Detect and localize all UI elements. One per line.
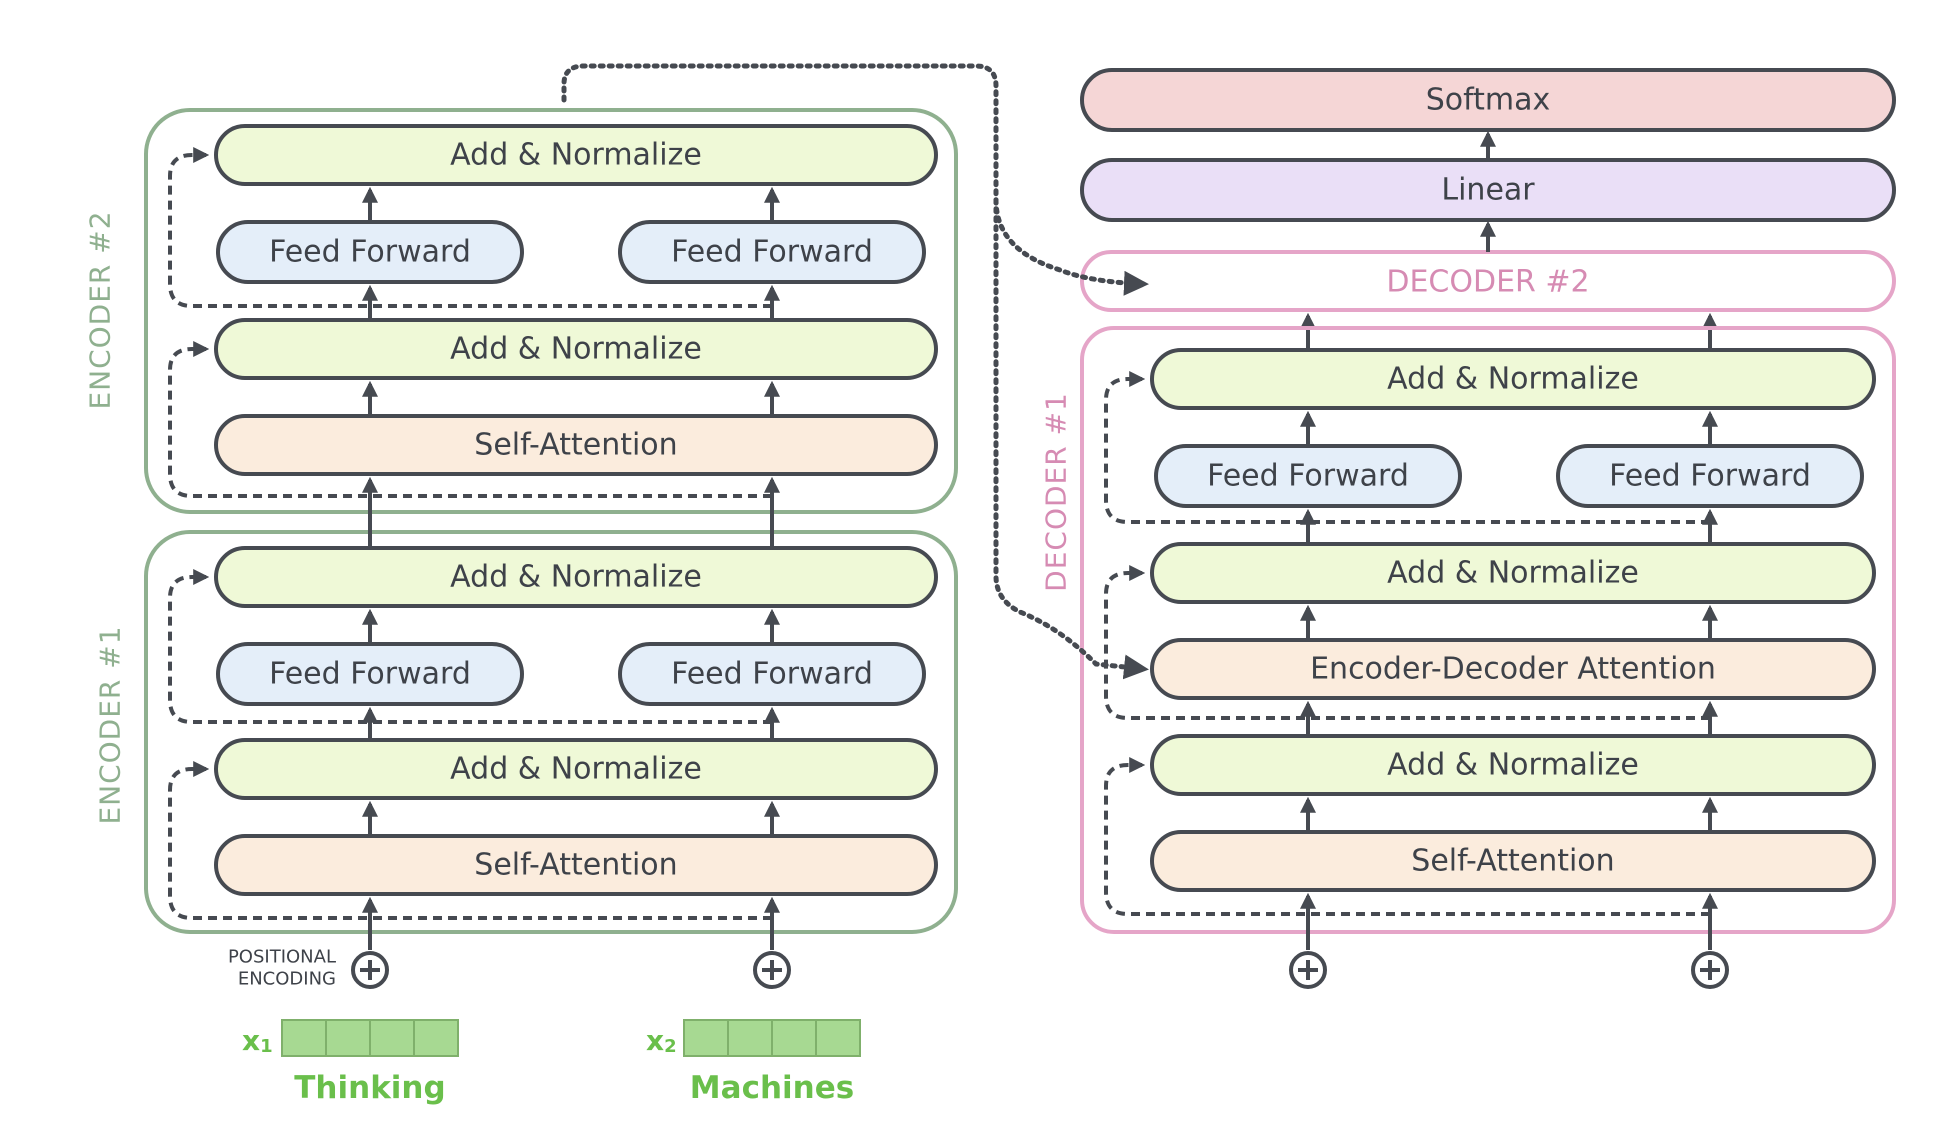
- enc2-add-norm-bottom-box: [214, 318, 938, 380]
- dec1-self-attention-box: [1150, 830, 1876, 892]
- input-x1-symbol: x1: [242, 1024, 273, 1057]
- dec1-enc-dec-attention-box: [1150, 638, 1876, 700]
- enc1-add-norm-bottom-label: Add & Normalize: [450, 752, 702, 787]
- dec1-add-norm-top-box: [1150, 348, 1876, 410]
- decoder-1-title: DECODER #1: [1040, 392, 1073, 592]
- enc2-add-norm-top-box: [214, 124, 938, 186]
- dec1-add-norm-bottom-label: Add & Normalize: [1387, 748, 1639, 783]
- input-x2-symbol: x2: [646, 1024, 677, 1057]
- dec1-add-norm-bottom-box: [1150, 734, 1876, 796]
- encoder-1-container: [144, 530, 958, 934]
- enc1-add-norm-top-box: [214, 546, 938, 608]
- enc1-ffn-left-label: Feed Forward: [269, 657, 471, 692]
- enc2-add-norm-top-label: Add & Normalize: [450, 138, 702, 173]
- encoder-positional-encoding: [351, 951, 791, 989]
- dec1-add-norm-mid-label: Add & Normalize: [1387, 556, 1639, 591]
- softmax-label: Softmax: [1426, 83, 1551, 118]
- enc1-add-norm-bottom-box: [214, 738, 938, 800]
- input-word-machines: Machines: [690, 1070, 854, 1106]
- enc1-self-attention-label: Self-Attention: [474, 848, 677, 883]
- encoder-1-title: ENCODER #1: [94, 625, 127, 824]
- enc2-ffn-left-label: Feed Forward: [269, 235, 471, 270]
- dec1-ffn-right-label: Feed Forward: [1609, 459, 1811, 494]
- positional-encoding-line2: ENCODING: [238, 969, 336, 990]
- decoder-residual-connections: [1104, 371, 1710, 916]
- dec1-self-attention-label: Self-Attention: [1411, 844, 1614, 879]
- encoder-residual-connections: [168, 147, 772, 920]
- enc2-add-norm-bottom-label: Add & Normalize: [450, 332, 702, 367]
- enc1-ffn-right-label: Feed Forward: [671, 657, 873, 692]
- dec1-ffn-left-label: Feed Forward: [1207, 459, 1409, 494]
- encoder-2-title: ENCODER #2: [84, 210, 117, 409]
- input-embedding-x1: [281, 1019, 459, 1057]
- decoder-2-label: DECODER #2: [1386, 265, 1589, 300]
- enc2-ffn-right-label: Feed Forward: [671, 235, 873, 270]
- dec1-enc-dec-attention-label: Encoder-Decoder Attention: [1310, 652, 1716, 687]
- input-word-thinking: Thinking: [294, 1070, 445, 1106]
- encoder-flow-arrows: [362, 186, 780, 950]
- decoder-flow-arrows: [1300, 410, 1718, 950]
- encoder-output-connection: [561, 63, 1149, 680]
- dec1-add-norm-top-label: Add & Normalize: [1387, 362, 1639, 397]
- positional-encoding-line1: POSITIONAL: [228, 947, 336, 968]
- dec1-add-norm-mid-box: [1150, 542, 1876, 604]
- enc2-self-attention-box: [214, 414, 938, 476]
- decoder-1-container: [1080, 326, 1896, 934]
- enc2-self-attention-label: Self-Attention: [474, 428, 677, 463]
- decoder-positional-encoding: [1289, 951, 1729, 989]
- softmax-box: [1080, 68, 1896, 132]
- enc1-self-attention-box: [214, 834, 938, 896]
- encoder-2-container: [144, 108, 958, 514]
- linear-label: Linear: [1441, 173, 1535, 208]
- input-embedding-x2: [683, 1019, 861, 1057]
- enc1-add-norm-top-label: Add & Normalize: [450, 560, 702, 595]
- decoder-top-arrows: [1300, 130, 1718, 348]
